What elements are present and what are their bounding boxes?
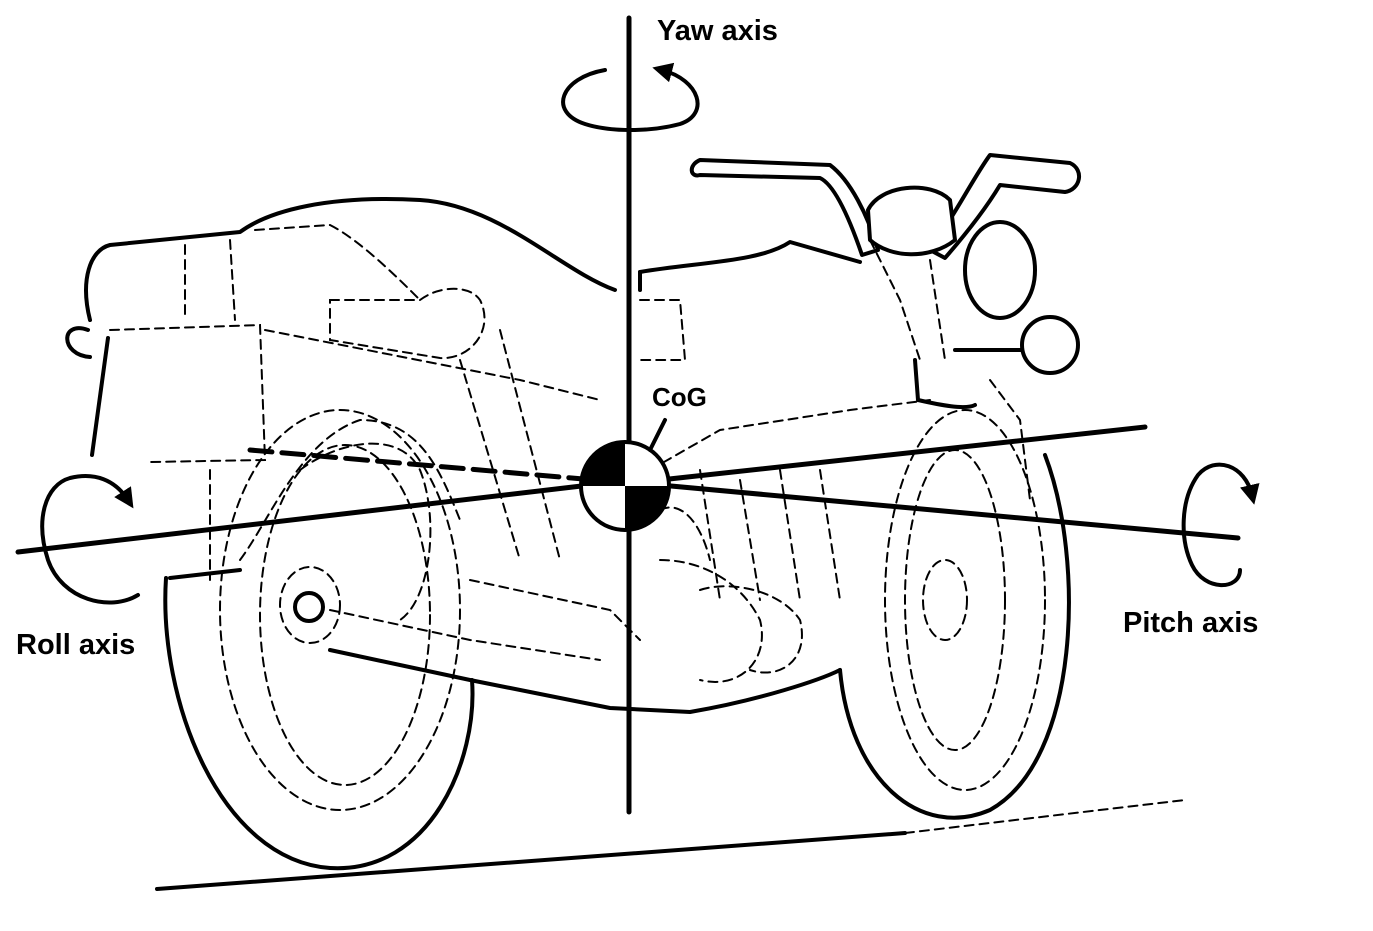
motorcycle-body bbox=[65, 153, 1081, 714]
hidden-parts-dashed bbox=[109, 223, 1031, 683]
pitch-axis-label: Pitch axis bbox=[1123, 607, 1258, 639]
yaw-axis-label: Yaw axis bbox=[657, 15, 778, 47]
ground-line bbox=[155, 799, 1186, 891]
pitch-axis-line bbox=[15, 424, 1148, 555]
rear-wheel bbox=[163, 409, 475, 871]
roll-axis-label: Roll axis bbox=[16, 629, 135, 661]
cog-label: CoG bbox=[652, 382, 707, 412]
pitch-rotation-arrow bbox=[1181, 462, 1260, 588]
roll-rotation-arrow bbox=[40, 474, 140, 605]
roll-axis-line bbox=[247, 447, 1241, 541]
cog-symbol bbox=[579, 418, 671, 532]
yaw-rotation-arrow bbox=[561, 62, 700, 132]
front-wheel bbox=[838, 409, 1071, 820]
